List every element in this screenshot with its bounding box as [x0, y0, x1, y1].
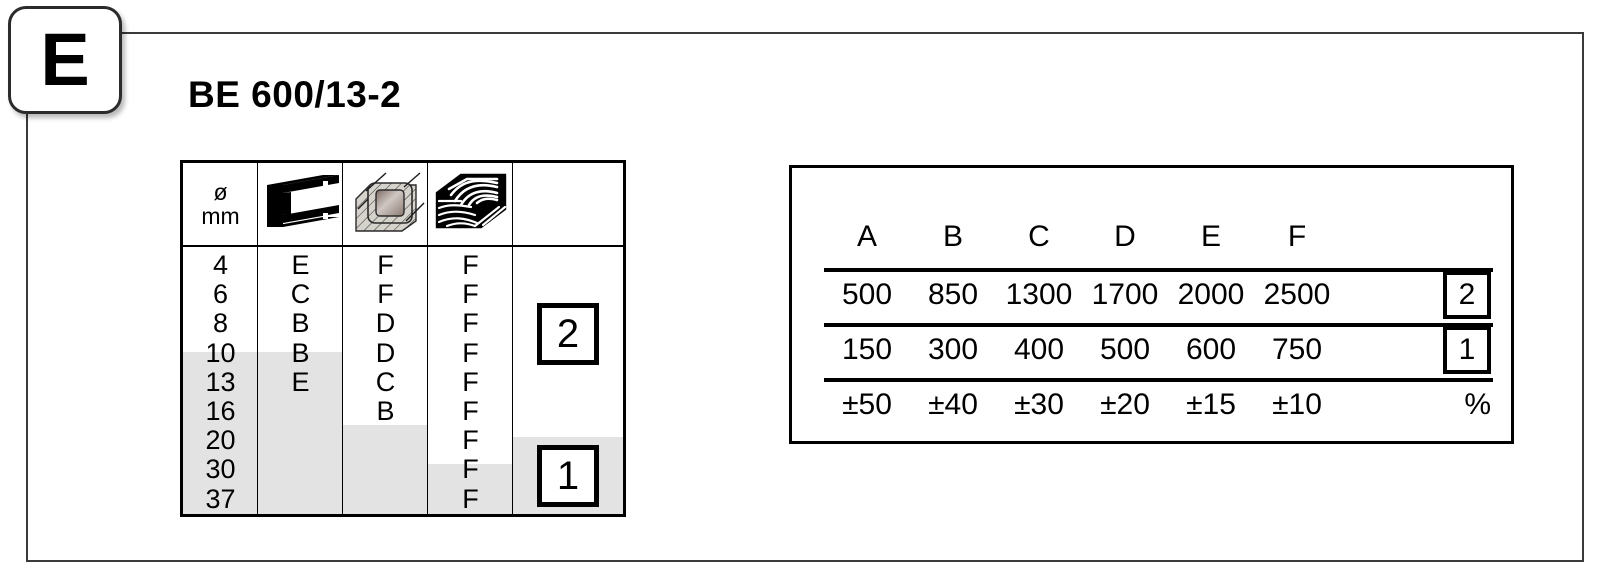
reference-rule: [824, 268, 1493, 272]
header-diameter-symbol: ø: [213, 178, 228, 205]
wood-beam-value: F: [462, 279, 479, 310]
reference-cell: 850: [927, 278, 979, 311]
capacity-matrix-table: ø mm: [180, 160, 626, 517]
reference-inner: A B C D E F 500 850 1300 1700 2000 2500 …: [824, 168, 1493, 441]
square-tube-values: F F D D C B: [343, 245, 428, 426]
reference-header-cell: C: [1028, 220, 1050, 253]
load-badge-2: 2: [537, 303, 599, 365]
reference-badge-1: 1: [1443, 326, 1491, 374]
reference-row-badge-holder: 2: [1443, 268, 1493, 322]
reference-header-cell: D: [1114, 220, 1136, 253]
square-tube-value: D: [375, 308, 396, 339]
wood-beam-value: F: [462, 366, 479, 397]
shade-diameter-column: [183, 352, 257, 514]
square-tube-value: D: [375, 337, 396, 368]
square-tube-value: F: [377, 279, 394, 310]
shade-tube-column: [343, 425, 427, 514]
shade-wood-column: [428, 464, 512, 514]
reference-cell: 750: [1271, 333, 1323, 366]
column-wood-beam: [428, 163, 513, 514]
header-diameter: ø mm: [183, 163, 258, 245]
page-frame: [26, 32, 1584, 562]
diameter-value: 37: [205, 483, 236, 514]
header-load-class: [513, 163, 623, 245]
i-beam-icon: [266, 175, 339, 227]
wood-beam-value: F: [462, 425, 479, 456]
steel-beam-value: E: [291, 250, 310, 280]
load-reference-table: A B C D E F 500 850 1300 1700 2000 2500 …: [789, 165, 1514, 444]
chapter-tab-letter: E: [40, 18, 90, 101]
square-tube-icon: [354, 172, 424, 232]
diameter-value: 6: [212, 279, 229, 310]
load-badge-1: 1: [537, 445, 599, 507]
wood-beam-value: F: [462, 250, 479, 280]
reference-header-cell: B: [942, 220, 963, 253]
reference-header-cell: A: [856, 220, 877, 253]
reference-header-row: A B C D E F: [824, 210, 1493, 264]
steel-beam-value: B: [291, 308, 310, 339]
reference-cell: 1700: [1091, 278, 1159, 311]
reference-cell: ±20: [1100, 388, 1150, 421]
reference-cell: ±10: [1272, 388, 1322, 421]
square-tube-value: B: [376, 396, 395, 427]
page-title: BE 600/13-2: [188, 74, 402, 115]
reference-cell: 600: [1185, 333, 1237, 366]
wood-beam-value: F: [462, 396, 479, 427]
header-diameter-unit: mm: [201, 203, 240, 229]
diameter-value: 20: [205, 425, 236, 456]
diameter-value: 8: [212, 308, 229, 339]
shade-beam-column: [258, 352, 342, 514]
diameter-value: 16: [205, 396, 236, 427]
reference-cell: ±30: [1014, 388, 1064, 421]
reference-cell: ±15: [1186, 388, 1236, 421]
column-steel-beam: [258, 163, 343, 514]
diameter-values: 4 6 8 10 13 16 20 30 37: [183, 245, 258, 514]
reference-cell: ±40: [928, 388, 978, 421]
reference-cell: 500: [1099, 333, 1151, 366]
square-tube-value: F: [377, 250, 394, 280]
reference-row-class-2: 500 850 1300 1700 2000 2500 2: [824, 268, 1493, 322]
reference-unit-percent: %: [1464, 388, 1491, 421]
wood-beam-icon: [435, 173, 506, 229]
header-square-tube: [343, 163, 428, 245]
reference-cell: 1300: [1005, 278, 1073, 311]
header-steel-beam: [258, 163, 343, 245]
diameter-value: 13: [205, 366, 236, 397]
wood-beam-value: F: [462, 308, 479, 339]
wood-beam-value: F: [462, 337, 479, 368]
reference-cell: 150: [841, 333, 893, 366]
reference-cell: 300: [927, 333, 979, 366]
reference-row-badge-holder: 1: [1443, 323, 1493, 377]
diameter-value: 30: [205, 454, 236, 485]
reference-cell: 500: [841, 278, 893, 311]
square-tube-value: C: [375, 366, 396, 397]
reference-badge-2: 2: [1443, 271, 1491, 319]
reference-cell: 2500: [1263, 278, 1331, 311]
steel-beam-value: E: [291, 366, 310, 397]
reference-cell: ±50: [842, 388, 892, 421]
header-wood-beam: [428, 163, 513, 245]
steel-beam-value: B: [291, 337, 310, 368]
reference-row-unit-holder: %: [1464, 378, 1493, 432]
steel-beam-value: C: [290, 279, 311, 310]
reference-cell: 2000: [1177, 278, 1245, 311]
column-square-tube: [343, 163, 428, 514]
chapter-tab[interactable]: E: [8, 6, 122, 114]
header-divider: [183, 245, 623, 247]
diameter-value: 10: [205, 337, 236, 368]
reference-rule: [824, 323, 1493, 327]
diameter-value: 4: [212, 250, 229, 280]
wood-beam-value: F: [462, 454, 479, 485]
wood-beam-values: F F F F F F F F F: [428, 245, 513, 514]
reference-header-cell: F: [1287, 220, 1307, 253]
column-diameter: [183, 163, 258, 514]
reference-row-class-1: 150 300 400 500 600 750 1: [824, 323, 1493, 377]
reference-cell: 400: [1013, 333, 1065, 366]
reference-header-cell: E: [1200, 220, 1221, 253]
reference-row-tolerance: ±50 ±40 ±30 ±20 ±15 ±10 %: [824, 378, 1493, 432]
wood-beam-value: F: [462, 483, 479, 514]
reference-rule: [824, 378, 1493, 382]
steel-beam-values: E C B B E: [258, 245, 343, 397]
